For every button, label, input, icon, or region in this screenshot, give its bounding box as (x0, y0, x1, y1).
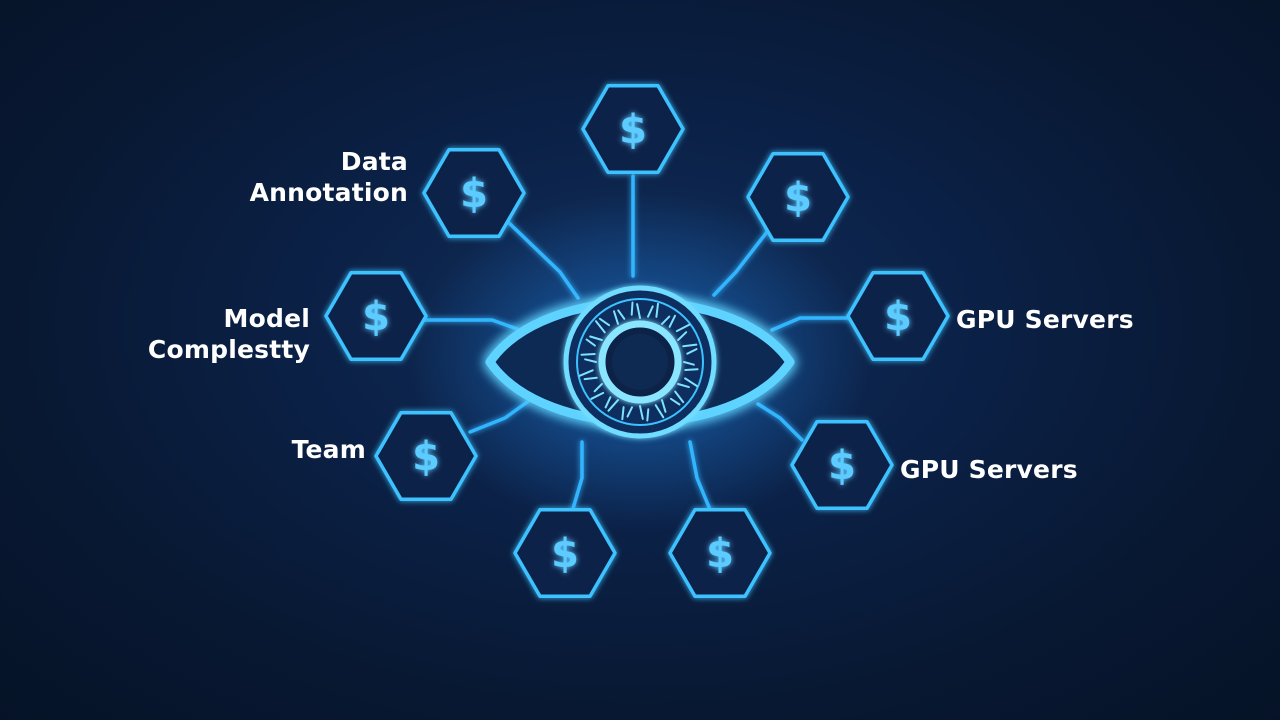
iris-mark (621, 406, 625, 421)
iris-mark (654, 404, 665, 419)
dollar-icon: $ (706, 531, 734, 577)
hexagon-shape (513, 507, 617, 599)
iris-mark (607, 399, 619, 412)
dollar-icon: $ (619, 107, 647, 153)
iris-mark (626, 406, 633, 418)
iris-mark (669, 397, 681, 406)
label-data-annotation-line2: Annotation (249, 178, 408, 207)
label-model-complexity: Model Complestty (120, 303, 310, 365)
iris-mark (674, 390, 685, 404)
node-gpu-servers-2: $ (790, 419, 894, 511)
iris-mark (583, 376, 598, 381)
hexagon-shape (324, 270, 428, 362)
iris-mark (613, 310, 619, 325)
iris-mark (677, 383, 690, 389)
node-data-annotation: $ (422, 147, 526, 239)
connector-data-annotation (506, 220, 580, 300)
iris-mark (593, 383, 603, 393)
iris-mark (661, 315, 671, 325)
hexagon-shape (374, 410, 478, 502)
dollar-icon: $ (784, 175, 812, 221)
iris-mark (630, 301, 634, 316)
dollar-icon: $ (412, 434, 440, 480)
node-team: $ (374, 410, 478, 502)
node-bottom-right: $ (668, 507, 772, 599)
node-bottom-left: $ (513, 507, 617, 599)
iris-mark (661, 399, 667, 413)
label-data-annotation-line1: Data (340, 147, 408, 176)
iris-mark (580, 353, 596, 356)
iris-mark (589, 335, 603, 341)
iris-mark (585, 338, 596, 347)
iris-pattern (578, 301, 699, 422)
dollar-icon: $ (460, 171, 488, 217)
node-model-complexity: $ (324, 270, 428, 362)
iris-mark (590, 391, 605, 400)
iris-mark (595, 320, 606, 334)
iris-mark (682, 343, 698, 348)
iris-mark (617, 309, 626, 320)
label-model-line2: Complestty (147, 335, 310, 364)
connector-gpu-1 (770, 316, 854, 332)
hexagon-shape (668, 507, 772, 599)
dollar-icon: $ (828, 443, 856, 489)
iris-mark (578, 369, 594, 377)
connector-lines (422, 174, 854, 514)
node-top: $ (581, 83, 685, 175)
iris-mark (647, 305, 654, 318)
iris-mark (646, 408, 650, 422)
connector-team (468, 398, 532, 434)
iris-mark (639, 405, 644, 420)
cost-nodes: $ $ $ $ $ $ $ $ $ (324, 83, 950, 599)
hexagon-shape (746, 151, 850, 243)
connector-bottom-left (570, 440, 584, 514)
dollar-icon: $ (551, 531, 579, 577)
connector-bottom-right (688, 440, 713, 514)
hexagon-shape (790, 419, 894, 511)
eye-icon (485, 285, 795, 439)
iris-mark (584, 358, 597, 363)
label-gpu-servers-2: GPU Servers (900, 455, 1078, 484)
iris-mark (598, 317, 611, 327)
iris-mark (636, 303, 641, 319)
iris-mark (604, 396, 612, 409)
hexagon-shape (846, 270, 950, 362)
connector-top-right (712, 226, 772, 297)
hexagon-shape (422, 147, 526, 239)
label-team: Team (291, 435, 366, 464)
iris-mark (677, 331, 688, 341)
iris-mark (684, 368, 699, 371)
node-gpu-servers-1: $ (846, 270, 950, 362)
iris-mark (684, 377, 699, 388)
iris-mark (686, 348, 698, 355)
iris-mark (675, 323, 691, 333)
connector-gpu-2 (756, 402, 804, 442)
hexagon-shape (581, 83, 685, 175)
iris-mark (668, 314, 676, 328)
dollar-icon: $ (884, 294, 912, 340)
label-data-annotation: Data Annotation (230, 146, 408, 208)
iris-mark (683, 361, 695, 366)
connector-model (422, 318, 522, 332)
iris-mark (655, 302, 659, 318)
label-gpu-servers-1: GPU Servers (956, 305, 1134, 334)
node-top-right: $ (746, 151, 850, 243)
label-model-line1: Model (223, 304, 310, 333)
dollar-icon: $ (362, 294, 390, 340)
